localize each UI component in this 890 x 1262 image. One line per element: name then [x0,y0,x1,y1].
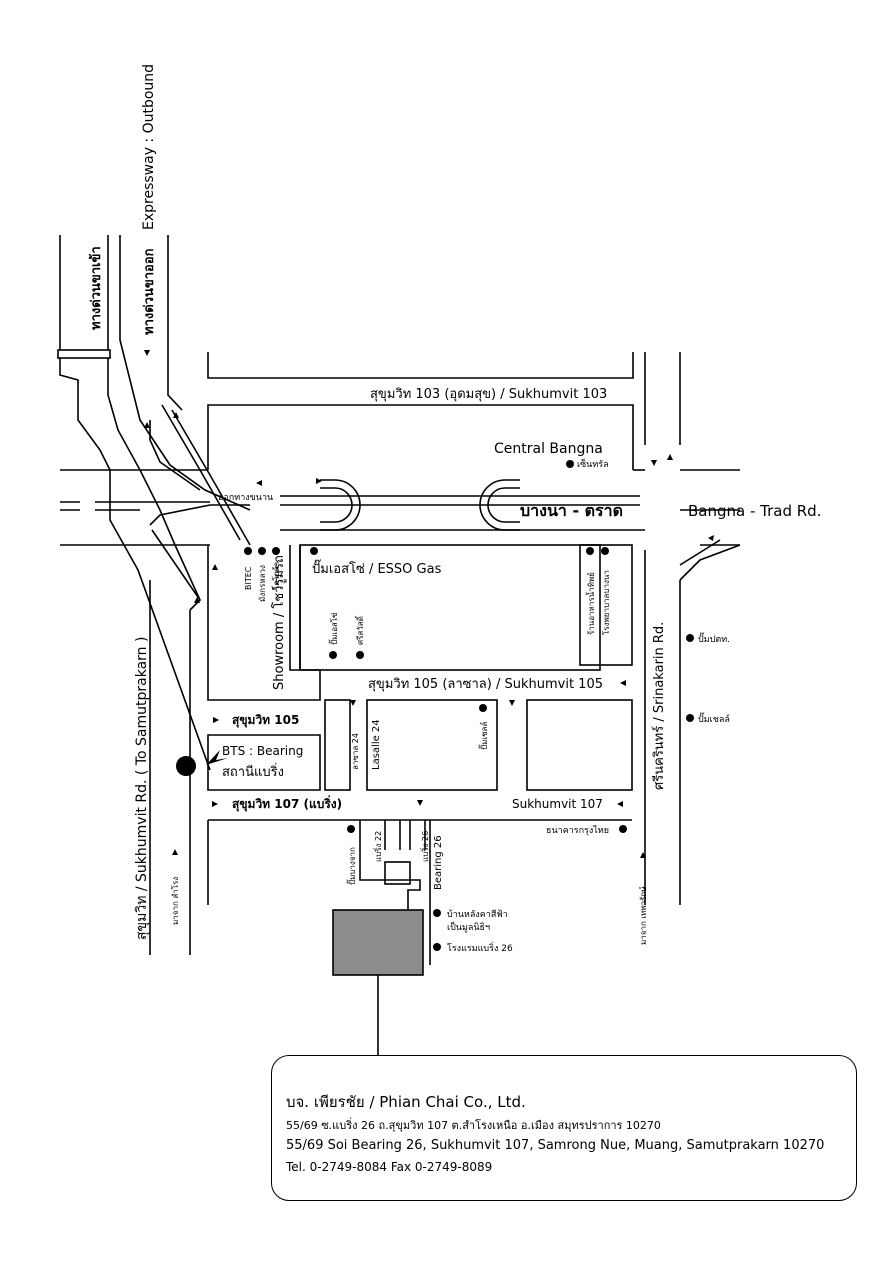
city-blocks [207,544,633,965]
label-shell-right: ปั๊มเชลล์ [698,712,730,725]
label-house: บ้านหลังคาสีฟ้า [447,909,508,920]
label-bangna-trad-th: บางนา - ตราด [520,501,623,520]
company-address-th: 55/69 ซ.แบริ่ง 26 ถ.สุขุมวิท 107 ต.สำโรง… [286,1119,661,1132]
label-house-note: เป็นมูลนิธิฯ [447,920,490,933]
sukhumvit-103-road [207,352,634,470]
label-sukhumvit-107-right: Sukhumvit 107 [512,797,603,811]
label-lasalle-24: Lasalle 24 [371,719,382,770]
label-bearing-26-th: แบริ่ง 26 [419,831,430,862]
company-address-box: บจ. เพียรชัย / Phian Chai Co., Ltd. 55/6… [271,1055,857,1201]
sukhumvit-road [149,545,321,955]
label-bts-bearing: BTS : Bearing [222,744,303,758]
company-name: บจ. เพียรชัย / Phian Chai Co., Ltd. [286,1093,526,1111]
label-sukhumvit-103: สุขุมวิท 103 (อุดมสุข) / Sukhumvit 103 [370,387,607,402]
label-central-bangna: Central Bangna [494,441,603,457]
label-hotel: โรงแรมแบริ่ง 26 [447,941,513,954]
direction-arrows [144,350,714,858]
bangna-trad-road [60,469,740,546]
label-sukhumvit-rd: สุขุมวิท / Sukhumvit Rd. ( To Samutpraka… [134,637,150,940]
label-esso-gas: ปั๊มเอสโซ่ / ESSO Gas [312,559,442,577]
label-bts-bearing-th: สถานีแบริ่ง [222,763,284,780]
label-bearing-22: แบริ่ง 22 [372,831,383,862]
label-sukhumvit-107-left: สุขุมวิท 107 (แบริ่ง) [232,795,342,812]
label-exit-bangna: ออกทางขนาน [218,493,273,503]
label-sukhumvit-105-left: สุขุมวิท 105 [232,713,299,728]
company-building [332,909,424,976]
label-showroom: Showroom / โชว์รูมรถ [271,555,287,690]
label-from-samrong: มาจาก สำโรง [170,877,180,925]
company-contact: Tel. 0-2749-8084 Fax 0-2749-8089 [286,1160,493,1174]
label-mangkorn: มังกรหลวง [258,565,267,602]
label-from-thepharak: มาจาก เทพารักษ์ [638,886,648,945]
map-labels: Expressway : Outbound ทางด่วนขาออก ทางด่… [88,64,821,954]
label-bangchak: ปั๊มบางจาก [346,847,357,885]
label-hospital: โรงพยาบาลบางนา [601,570,611,635]
poi-markers [176,460,694,951]
label-esso-small: ปั๊มเอสโซ่ [328,612,339,645]
label-bitec: BITEC [244,566,253,590]
label-bearing-26: Bearing 26 [433,835,444,890]
label-srisawat: ศรีสวัสดิ์ [354,615,365,645]
label-ptt: ปั๊มปตท. [698,632,730,645]
label-central-th: เซ็นทรัล [577,457,609,470]
label-lasalle-24-th: ลาซาล 24 [351,733,360,770]
label-expressway-outbound: Expressway : Outbound [141,64,157,230]
label-sukhumvit-105: สุขุมวิท 105 (ลาซาล) / Sukhumvit 105 [368,677,603,692]
label-srinakarin: ศรีนครินทร์ / Srinakarin Rd. [651,622,667,790]
srinakarin-road [644,352,741,905]
label-restaurant: ร้านอาหารน้ำทิพย์ [585,572,596,635]
label-bangna-trad-en: Bangna - Trad Rd. [688,502,821,520]
label-shell-mid: ปั๊มเชลล์ [478,722,489,750]
company-address-en: 55/69 Soi Bearing 26, Sukhumvit 107, Sam… [286,1138,825,1153]
label-expressway-in-th: ทางด่วนขาเข้า [88,246,104,330]
label-krungthai: ธนาคารกรุงไทย [546,825,609,836]
label-toyota: โตโยต้า [271,562,281,590]
label-expressway-out-th: ทางด่วนขาออก [142,248,157,335]
